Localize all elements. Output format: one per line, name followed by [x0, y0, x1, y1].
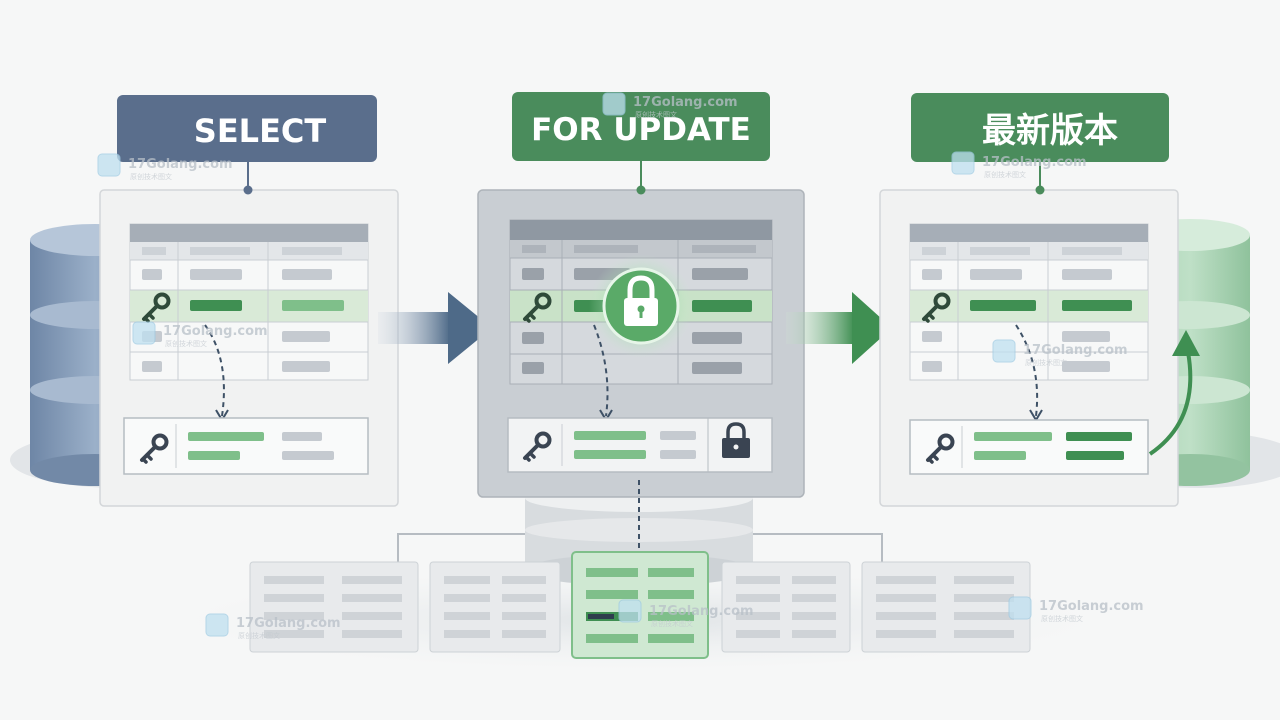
- watermark-tagline: 原创技术图文: [165, 339, 207, 348]
- storage-card-2: [429, 561, 561, 653]
- arrow-right-icon: [378, 292, 492, 364]
- watermark-site: 17Golang.com: [128, 157, 233, 172]
- watermark-site: 17Golang.com: [633, 95, 738, 110]
- watermark-2: 17Golang.com 原创技术图文: [602, 92, 738, 119]
- watermark-7: 17Golang.com 原创技术图文: [618, 599, 754, 628]
- watermark-1: 17Golang.com 原创技术图文: [97, 153, 233, 181]
- watermark-tagline: 原创技术图文: [1041, 614, 1083, 623]
- watermark-3: 17Golang.com 原创技术图文: [951, 151, 1087, 179]
- lock-icon-glow: [589, 254, 693, 358]
- arrow-right-icon: [786, 292, 892, 364]
- table-select: [129, 223, 369, 381]
- panel-latest-version: [879, 189, 1179, 507]
- watermark-6: 17Golang.com 原创技术图文: [205, 613, 341, 640]
- watermark-site: 17Golang.com: [1023, 343, 1128, 358]
- row-detail-latest-version: [909, 419, 1149, 475]
- watermark-tagline: 原创技术图文: [238, 631, 280, 640]
- label-select-text: SELECT: [194, 112, 327, 150]
- watermark-tagline: 原创技术图文: [130, 172, 172, 181]
- watermark-5: 17Golang.com 原创技术图文: [992, 339, 1128, 367]
- label-latest-version: 最新版本: [911, 93, 1169, 195]
- storage-card-4: [721, 561, 851, 653]
- label-for-update: FOR UPDATE: [512, 92, 770, 195]
- watermark-tagline: 原创技术图文: [1025, 358, 1067, 367]
- label-select: SELECT: [117, 95, 377, 195]
- curved-arrow-icon: [1148, 330, 1200, 456]
- label-for-update-text: FOR UPDATE: [531, 112, 751, 148]
- watermark-8: 17Golang.com 原创技术图文: [1008, 596, 1144, 623]
- storage-card-1: [249, 561, 419, 653]
- panel-for-update: [477, 189, 805, 498]
- panel-select: [99, 189, 399, 507]
- table-latest-version: [909, 223, 1149, 381]
- label-latest-version-text: 最新版本: [982, 111, 1118, 151]
- storage-card-5: [861, 561, 1031, 653]
- watermark-site: 17Golang.com: [982, 155, 1087, 170]
- row-detail-for-update: [507, 417, 773, 473]
- watermark-site: 17Golang.com: [649, 604, 754, 619]
- lock-icon: [722, 422, 750, 458]
- storage-card-active: [571, 551, 709, 659]
- watermark-site: 17Golang.com: [1039, 599, 1144, 614]
- watermark-site: 17Golang.com: [236, 616, 341, 631]
- row-detail-select: [123, 417, 369, 475]
- watermark-tagline: 原创技术图文: [984, 170, 1026, 179]
- watermark-tagline: 原创技术图文: [635, 110, 677, 119]
- connector-lines: [397, 480, 883, 562]
- watermark-site: 17Golang.com: [163, 324, 268, 339]
- watermark-4: 17Golang.com 原创技术图文: [132, 321, 268, 348]
- watermark-tagline: 原创技术图文: [651, 619, 693, 628]
